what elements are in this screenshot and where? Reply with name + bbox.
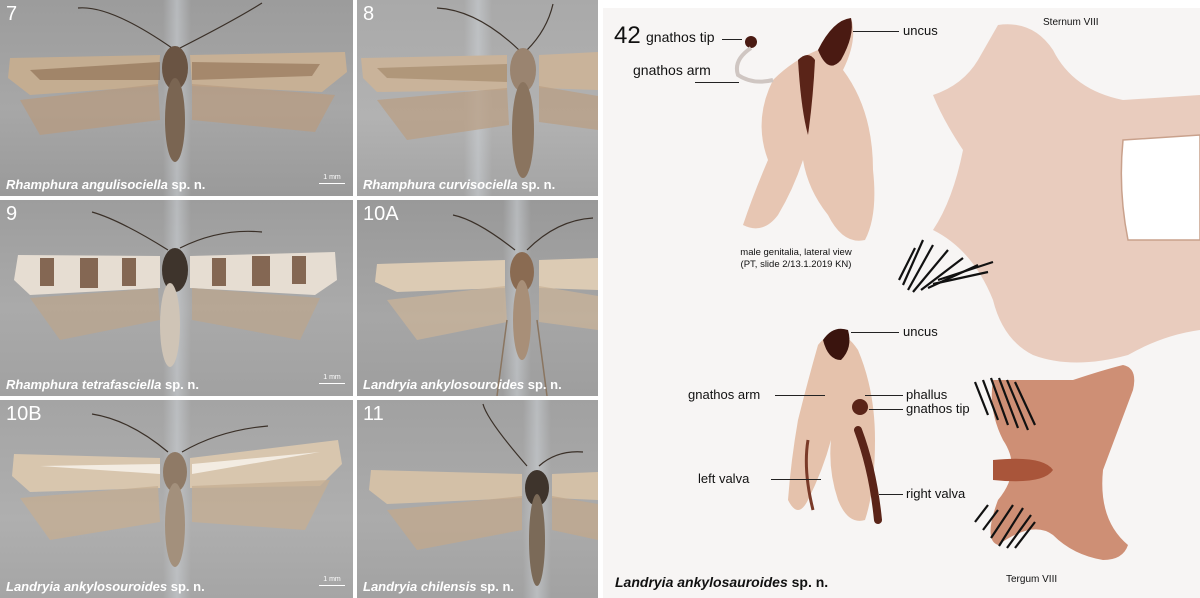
genus-name: Landryia xyxy=(6,579,61,594)
leader-line xyxy=(851,332,899,333)
genus-name: Rhamphura xyxy=(6,177,79,192)
photo-panel-10a: 10A Landryia ankylosouroides sp. n. xyxy=(357,200,598,396)
figure-number: 42 xyxy=(614,22,641,49)
tergum-viii-shape xyxy=(990,365,1135,560)
species-name: tetrafasciella xyxy=(81,377,162,392)
sp-n-suffix: sp. n. xyxy=(164,377,199,392)
genus-name: Landryia xyxy=(363,579,418,594)
moth-specimen-image xyxy=(361,3,598,178)
moth-specimen-image xyxy=(375,214,598,396)
panel-number: 11 xyxy=(363,403,384,425)
caption-line-2: (PT, slide 2/13.1.2019 KN) xyxy=(740,259,852,270)
slide-caption: male genitalia, lateral view (PT, slide … xyxy=(721,247,871,271)
label-uncus-bottom: uncus xyxy=(903,324,938,339)
label-gnathos-arm-bottom: gnathos arm xyxy=(688,387,761,402)
label-tergum-viii: Tergum VIII xyxy=(1006,574,1058,585)
sp-n-suffix: sp. n. xyxy=(171,177,206,192)
lower-genitalia-shape xyxy=(788,333,875,521)
label-left-valva: left valva xyxy=(698,471,750,486)
scale-bar-label: 1 mm xyxy=(323,374,341,381)
sp-n-suffix: sp. n. xyxy=(480,579,515,594)
sp-n-suffix: sp. n. xyxy=(527,377,562,392)
sternum-spine-tuft xyxy=(898,239,994,293)
title-suffix: sp. n. xyxy=(791,574,829,590)
species-name: ankylosouroides xyxy=(63,579,168,594)
genus-name: Rhamphura xyxy=(363,177,436,192)
moth-specimen-image xyxy=(8,2,347,162)
photo-panel-8: 8 Rhamphura curvisociella sp. n. xyxy=(357,0,598,196)
species-name: ankylosouroides xyxy=(420,377,525,392)
species-label: Landryia ankylosouroides sp. n. xyxy=(6,579,205,594)
leader-line xyxy=(722,39,742,40)
panel-number: 10B xyxy=(6,403,42,425)
label-right-valva: right valva xyxy=(906,486,966,501)
photo-panel-9: 9 Rhamphura tetrafasciella sp. n. 1 mm xyxy=(0,200,353,396)
label-gnathos-arm-top: gnathos arm xyxy=(633,62,711,78)
panel-number: 9 xyxy=(6,203,18,225)
scale-bar: 1 mm xyxy=(319,374,345,384)
species-label: Rhamphura angulisociella sp. n. xyxy=(6,177,205,192)
plate-title: Landryia ankylosauroides sp. n. xyxy=(615,574,828,590)
tergum-spine-tufts xyxy=(973,377,1036,549)
panel-number: 8 xyxy=(363,3,375,25)
photo-panel-10b: 10B Landryia ankylosouroides sp. n. 1 mm xyxy=(0,400,353,598)
leader-line xyxy=(853,31,899,32)
species-label: Rhamphura curvisociella sp. n. xyxy=(363,177,555,192)
leader-line xyxy=(771,479,821,480)
leader-line xyxy=(879,494,903,495)
label-uncus-top: uncus xyxy=(903,23,938,38)
species-name: angulisociella xyxy=(81,177,168,192)
species-label: Landryia chilensis sp. n. xyxy=(363,579,514,594)
caption-line-1: male genitalia, lateral view xyxy=(740,247,852,258)
sp-n-suffix: sp. n. xyxy=(170,579,205,594)
scale-bar-line xyxy=(319,383,345,384)
title-genus: Landryia xyxy=(615,574,674,590)
scale-bar: 1 mm xyxy=(319,576,345,586)
photo-panel-11: 11 Landryia chilensis sp. n. xyxy=(357,400,598,598)
label-phallus: phallus xyxy=(906,387,948,402)
scale-bar-label: 1 mm xyxy=(323,576,341,583)
scale-bar-label: 1 mm xyxy=(323,174,341,181)
photo-panel-7: 7 Rhamphura angulisociella sp. n. 1 mm xyxy=(0,0,353,196)
scale-bar: 1 mm xyxy=(319,174,345,184)
moth-specimen-image xyxy=(14,211,337,367)
species-name: chilensis xyxy=(420,579,477,594)
leader-line xyxy=(865,395,903,396)
leader-line xyxy=(869,409,903,410)
label-sternum-viii: Sternum VIII xyxy=(1043,17,1099,28)
genitalia-illustration xyxy=(734,18,1200,560)
moth-specimen-image xyxy=(12,413,342,567)
genitalia-plate: 42 gnathos tip gnathos arm uncus Sternum… xyxy=(603,0,1200,598)
label-gnathos-tip-top: gnathos tip xyxy=(646,29,715,45)
genus-name: Rhamphura xyxy=(6,377,79,392)
panel-number: 10A xyxy=(363,203,399,225)
sp-n-suffix: sp. n. xyxy=(521,177,556,192)
scale-bar-line xyxy=(319,585,345,586)
moth-specimen-image xyxy=(369,403,598,586)
species-name: curvisociella xyxy=(438,177,518,192)
species-label: Landryia ankylosouroides sp. n. xyxy=(363,377,562,392)
panel-number: 7 xyxy=(6,3,18,25)
species-label: Rhamphura tetrafasciella sp. n. xyxy=(6,377,199,392)
leader-line xyxy=(695,82,739,83)
scale-bar-line xyxy=(319,183,345,184)
genus-name: Landryia xyxy=(363,377,418,392)
title-species: ankylosauroides xyxy=(677,574,788,590)
label-gnathos-tip-bottom: gnathos tip xyxy=(906,401,970,416)
sternum-viii-shape xyxy=(933,24,1200,363)
leader-line xyxy=(775,395,825,396)
